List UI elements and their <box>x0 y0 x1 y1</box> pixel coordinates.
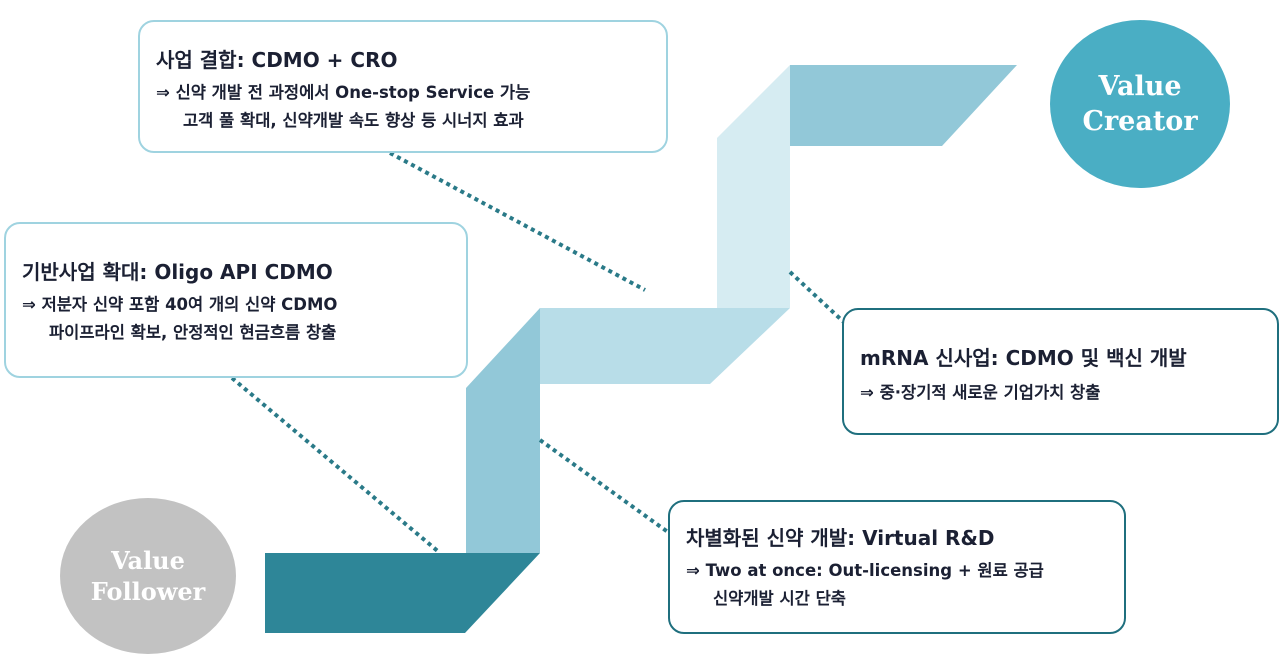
step-top-horizontal <box>790 65 1017 146</box>
box-line: ⇒ Two at once: Out-licensing + 원료 공급 <box>686 561 1044 580</box>
step-upper-vertical <box>717 65 790 308</box>
value-follower-circle: Value Follower <box>60 498 236 654</box>
box-line: ⇒ 저분자 신약 포함 40여 개의 신약 CDMO <box>22 295 338 314</box>
connector-top <box>389 151 646 292</box>
box-title: 차별화된 신약 개발: Virtual R&D <box>686 526 995 550</box>
business-combination-box: 사업 결합: CDMO + CRO ⇒ 신약 개발 전 과정에서 One-sto… <box>138 20 668 153</box>
value-creator-label: Value Creator <box>1082 70 1198 137</box>
box-title: mRNA 신사업: CDMO 및 백신 개발 <box>860 346 1187 370</box>
box-line: 고객 풀 확대, 신약개발 속도 향상 등 시너지 효과 <box>183 111 524 130</box>
box-line: ⇒ 신약 개발 전 과정에서 One-stop Service 가능 <box>156 83 531 102</box>
connector-bottom <box>538 438 674 537</box>
box-line: 파이프라인 확보, 안정적인 현금흐름 창출 <box>49 323 337 342</box>
step-bottom-dark <box>265 553 540 633</box>
step-middle-horizontal <box>540 308 790 384</box>
mrna-new-business-box: mRNA 신사업: CDMO 및 백신 개발 ⇒ 중·장기적 새로운 기업가치 … <box>842 308 1279 435</box>
step-lower-vertical <box>466 308 540 553</box>
differentiated-drug-dev-box: 차별화된 신약 개발: Virtual R&D ⇒ Two at once: O… <box>668 500 1126 634</box>
value-creator-circle: Value Creator <box>1050 20 1230 188</box>
box-line: ⇒ 중·장기적 새로운 기업가치 창출 <box>860 383 1101 402</box>
base-business-expansion-box: 기반사업 확대: Oligo API CDMO ⇒ 저분자 신약 포함 40여 … <box>4 222 468 378</box>
value-follower-label: Value Follower <box>90 545 206 606</box>
box-title: 기반사업 확대: Oligo API CDMO <box>22 260 333 284</box>
connector-right <box>788 270 850 328</box>
box-line: 신약개발 시간 단축 <box>713 589 846 608</box>
box-title: 사업 결합: CDMO + CRO <box>156 48 398 72</box>
connector-left <box>230 376 442 555</box>
